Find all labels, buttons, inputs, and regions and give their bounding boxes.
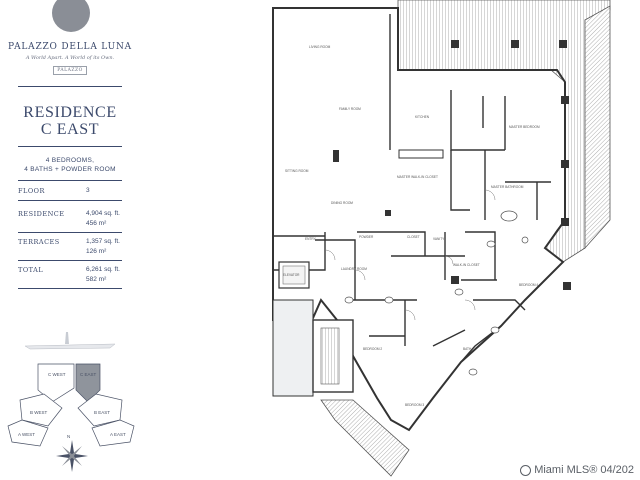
- room-labels: LIVING ROOM FAMILY ROOM KITCHEN MASTER B…: [283, 45, 540, 407]
- mls-logo-icon: [520, 464, 532, 476]
- door-swings: [324, 189, 496, 321]
- bathtub: [500, 210, 518, 222]
- room-bath: BATH: [463, 347, 472, 351]
- residence-title: RESIDENCE C EAST: [23, 104, 117, 138]
- room-bedroom-3: BEDROOM 3: [405, 403, 424, 407]
- divider: [18, 260, 122, 261]
- unit-c-west: [37, 363, 75, 403]
- service-core: [272, 299, 314, 397]
- room-bedroom-4: BEDROOM 4: [519, 283, 538, 287]
- room-master-bath: MASTER BATHROOM: [491, 185, 524, 189]
- divider: [18, 288, 122, 289]
- compass-north-label: N: [67, 434, 70, 439]
- room-living: LIVING ROOM: [309, 45, 331, 49]
- tower-marker-icon: [65, 332, 69, 344]
- room-laundry: LAUNDRY ROOM: [341, 267, 367, 271]
- mls-watermark: Miami MLS® 04/202: [520, 464, 634, 476]
- exterior-walls: [272, 7, 566, 432]
- unit-b-east: [77, 393, 123, 427]
- key-label-a-west: A WEST: [18, 432, 35, 437]
- room-vanity: VANITY: [433, 237, 445, 241]
- spec-label-total: TOTAL: [18, 266, 44, 274]
- compass-icon: [56, 440, 88, 472]
- key-label-c-east: C EAST: [80, 372, 97, 377]
- residence-subtitle: 4 BEDROOMS, 4 BATHS + POWDER ROOM: [24, 157, 116, 173]
- spec-value-terraces: 1,357 sq. ft.126 m²: [86, 238, 120, 255]
- room-master-walkin: MASTER WALK-IN CLOSET: [397, 175, 438, 179]
- spec-value-residence: 4,904 sq. ft.456 m²: [86, 210, 120, 227]
- info-panel: PALAZZO DELLA LUNA A World Apart. A Worl…: [0, 0, 140, 480]
- terrace-lower: [320, 399, 410, 477]
- room-dining: DINING ROOM: [331, 201, 353, 205]
- unit-b-west: [19, 393, 63, 427]
- divider: [18, 86, 122, 87]
- brand-wordmark: PALAZZO: [0, 66, 140, 75]
- room-sitting: SITTING ROOM: [285, 169, 309, 173]
- room-kitchen: KITCHEN: [415, 115, 430, 119]
- structural-columns: [333, 40, 571, 290]
- key-label-b-east: B EAST: [94, 410, 110, 415]
- divider: [18, 146, 122, 147]
- room-master-bedroom: MASTER BEDROOM: [509, 125, 540, 129]
- room-bedroom-2: BEDROOM 2: [363, 347, 382, 351]
- room-family: FAMILY ROOM: [339, 107, 361, 111]
- mls-watermark-text: Miami MLS® 04/202: [534, 464, 634, 476]
- key-label-b-west: B WEST: [30, 410, 48, 415]
- brand-tagline: A World Apart. A World of its Own.: [25, 55, 115, 61]
- spec-label-terraces: TERRACES: [18, 238, 60, 246]
- unit-a-east: [91, 419, 135, 447]
- room-closet: CLOSET: [407, 235, 420, 239]
- divider: [18, 232, 122, 233]
- room-elevator: ELEVATOR: [283, 273, 300, 277]
- room-powder: POWDER: [359, 235, 374, 239]
- terrace-railing: [584, 5, 611, 250]
- building-key-plan: C WEST C EAST B WEST B EAST A WEST A EAS…: [7, 332, 135, 472]
- kitchen-island: [398, 149, 444, 159]
- spec-label-floor: FLOOR: [18, 187, 45, 195]
- divider: [18, 180, 122, 181]
- spec-value-floor: 3: [86, 187, 90, 194]
- spec-label-residence: RESIDENCE: [18, 210, 65, 218]
- terrace: [397, 0, 611, 263]
- divider: [18, 200, 122, 201]
- key-label-c-west: C WEST: [48, 372, 66, 377]
- key-label-a-east: A EAST: [110, 432, 126, 437]
- room-walkin: WALK-IN CLOSET: [453, 263, 480, 267]
- brand-logo-disc: [52, 0, 90, 32]
- spec-value-total: 6,261 sq. ft.582 m²: [86, 266, 120, 283]
- floor-plan: LIVING ROOM FAMILY ROOM KITCHEN MASTER B…: [272, 0, 611, 477]
- brand-title: PALAZZO DELLA LUNA: [8, 42, 132, 52]
- toilet: [486, 240, 496, 248]
- unit-a-west: [7, 419, 49, 447]
- room-entry: ENTRY: [305, 237, 317, 241]
